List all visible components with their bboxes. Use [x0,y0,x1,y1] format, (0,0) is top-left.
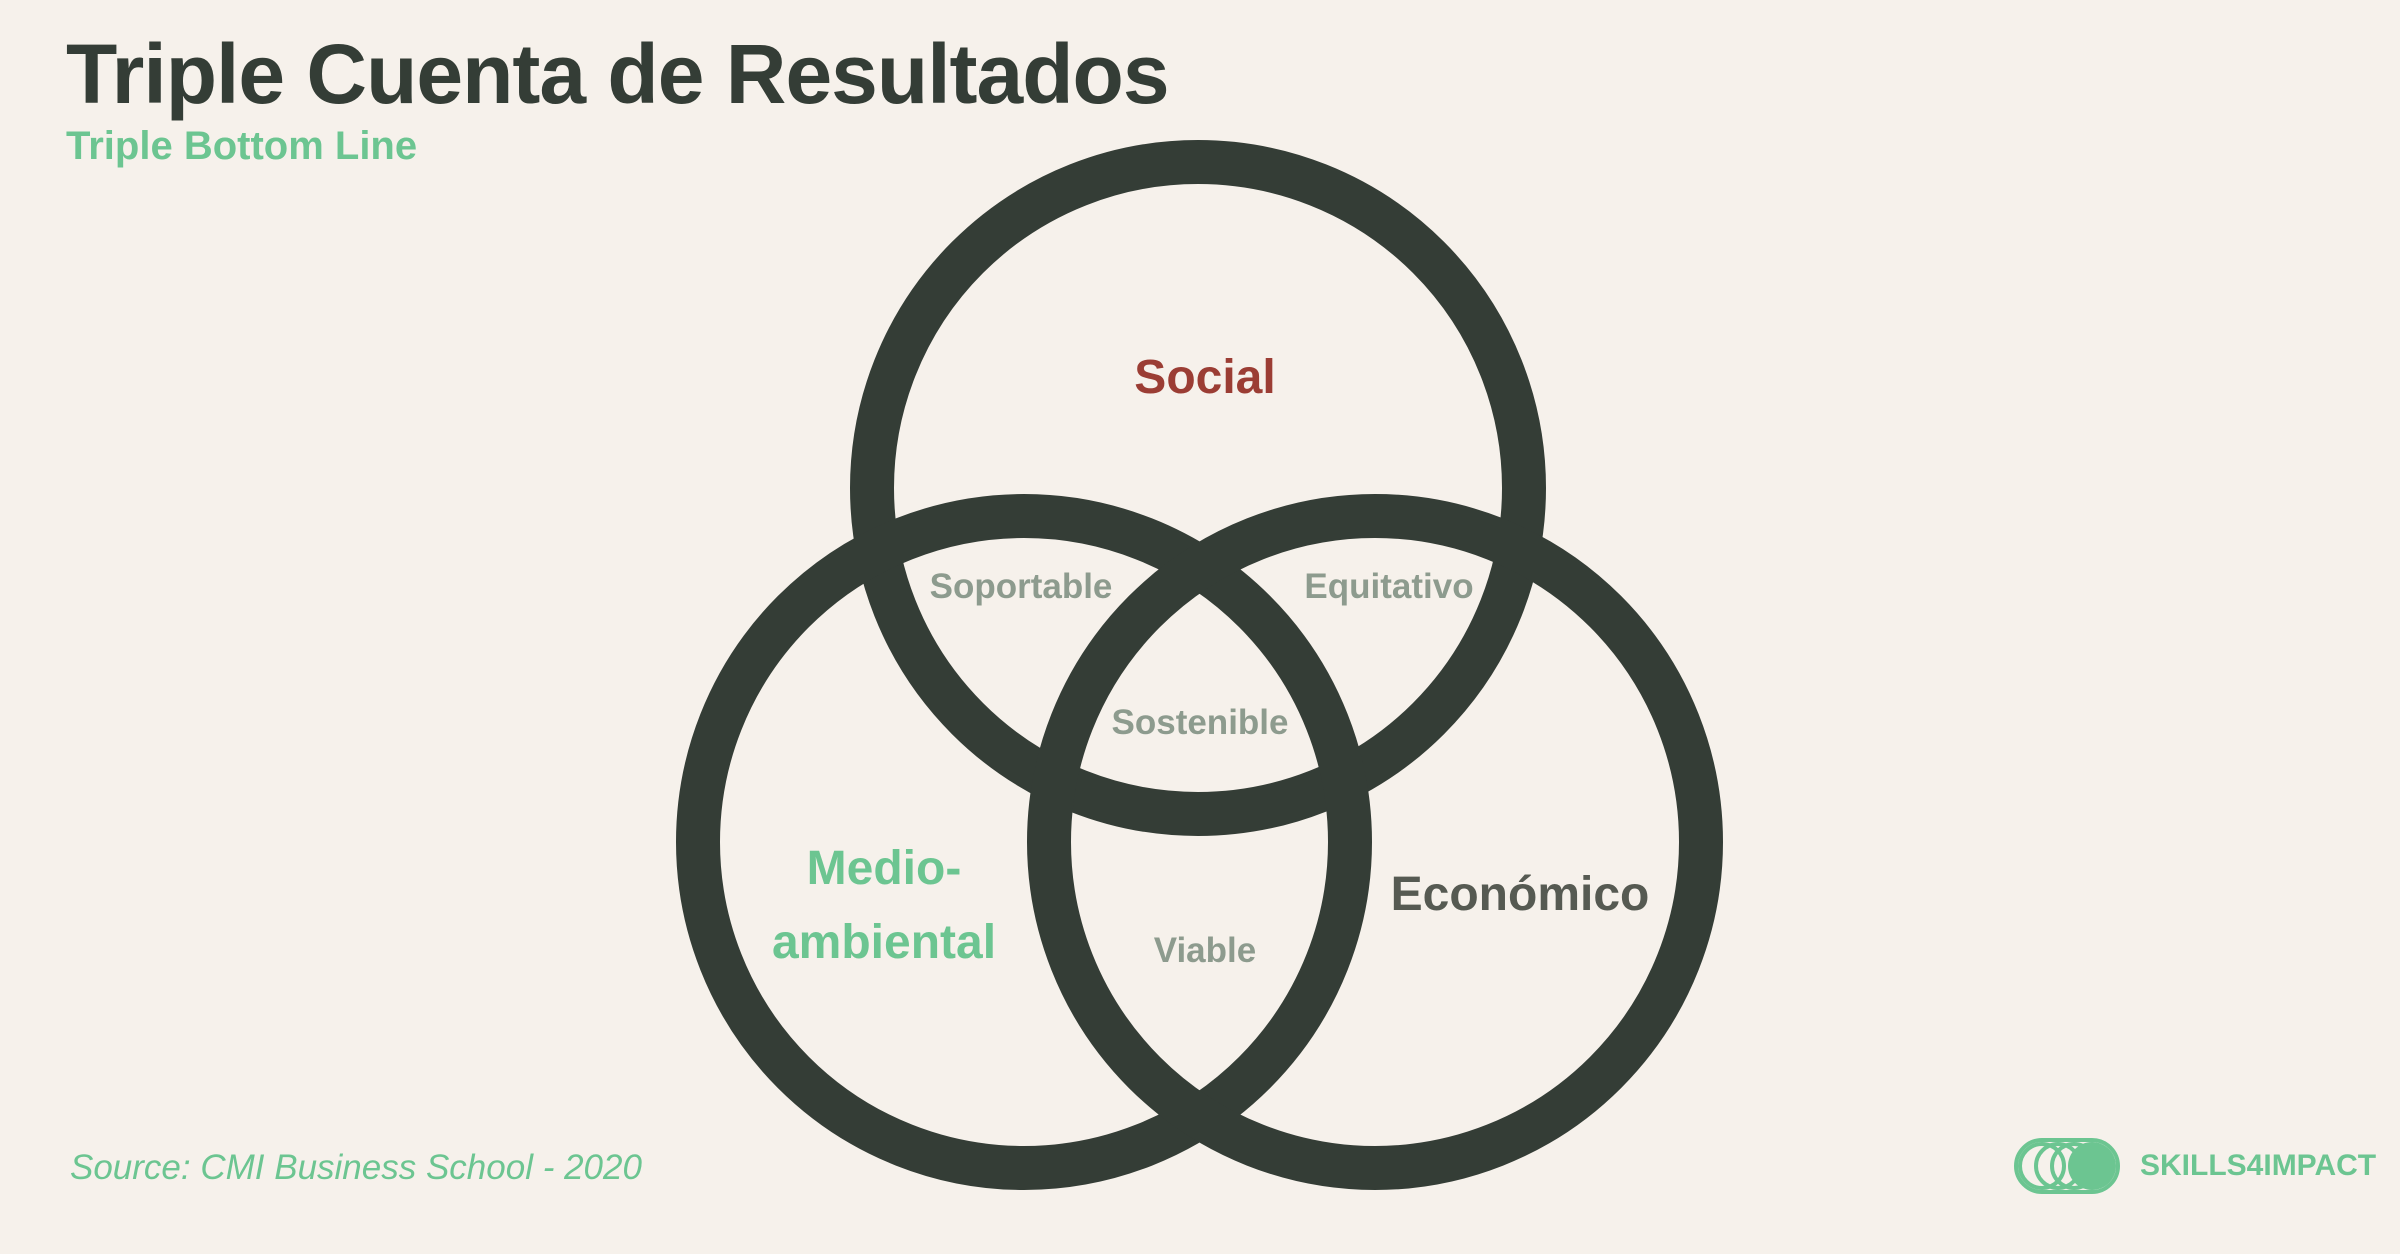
environmental-label-line1: Medio- [807,842,962,895]
social-label: Social [1134,351,1275,404]
intersection-label-viable: Viable [1154,931,1256,970]
economic-circle [1027,494,1723,1190]
page-title: Triple Cuenta de Resultados [66,27,1170,121]
economic-label: Económico [1391,868,1650,921]
logo-text: SKILLS4IMPACT [2140,1149,2377,1182]
environmental-circle [676,494,1372,1190]
social-circle [850,140,1546,836]
page-subtitle: Triple Bottom Line [66,124,418,168]
intersection-label-sostenible: Sostenible [1112,703,1289,742]
brand-logo: SKILLS4IMPACT [2014,1138,2376,1194]
intersection-label-soportable: Soportable [930,567,1113,606]
environmental-label-line2: ambiental [772,916,996,969]
logo-icon [2014,1138,2120,1194]
source-citation: Source: CMI Business School - 2020 [70,1148,642,1187]
intersection-label-equitativo: Equitativo [1304,567,1473,606]
